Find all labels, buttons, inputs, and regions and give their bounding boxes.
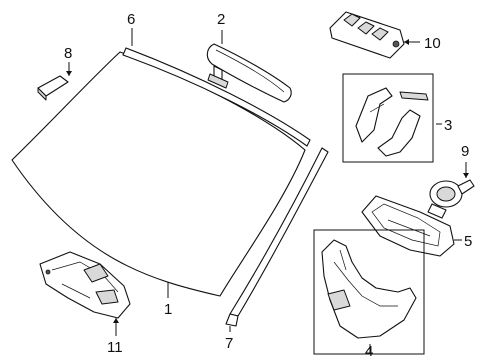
upper-molding-strip — [122, 47, 311, 147]
cover-frame-part — [321, 239, 417, 339]
callout-numbers: 1 2 3 4 5 6 7 8 9 10 11 — [64, 11, 472, 360]
callout-4: 4 — [365, 343, 373, 360]
callout-9: 9 — [461, 143, 469, 160]
cover-group-frame — [342, 73, 434, 163]
callout-11: 11 — [107, 339, 123, 356]
leader-arrowheads — [66, 39, 469, 323]
bracket-assembly — [39, 251, 131, 319]
mirror-cover-pieces — [355, 87, 429, 157]
callout-10: 10 — [424, 35, 441, 52]
side-pillar-molding — [225, 147, 329, 327]
callout-3: 3 — [444, 117, 452, 134]
rearview-mirror — [206, 43, 292, 103]
callout-1: 1 — [164, 301, 172, 318]
camera-module — [329, 11, 405, 59]
callout-8: 8 — [64, 45, 72, 62]
windshield-glass — [11, 51, 306, 297]
callout-6: 6 — [127, 11, 135, 28]
small-bracket — [37, 75, 69, 101]
callout-7: 7 — [225, 335, 233, 352]
callout-2: 2 — [217, 11, 225, 28]
cover-frame-group — [313, 229, 425, 355]
callout-5: 5 — [464, 233, 472, 250]
rain-sensor — [427, 179, 475, 219]
